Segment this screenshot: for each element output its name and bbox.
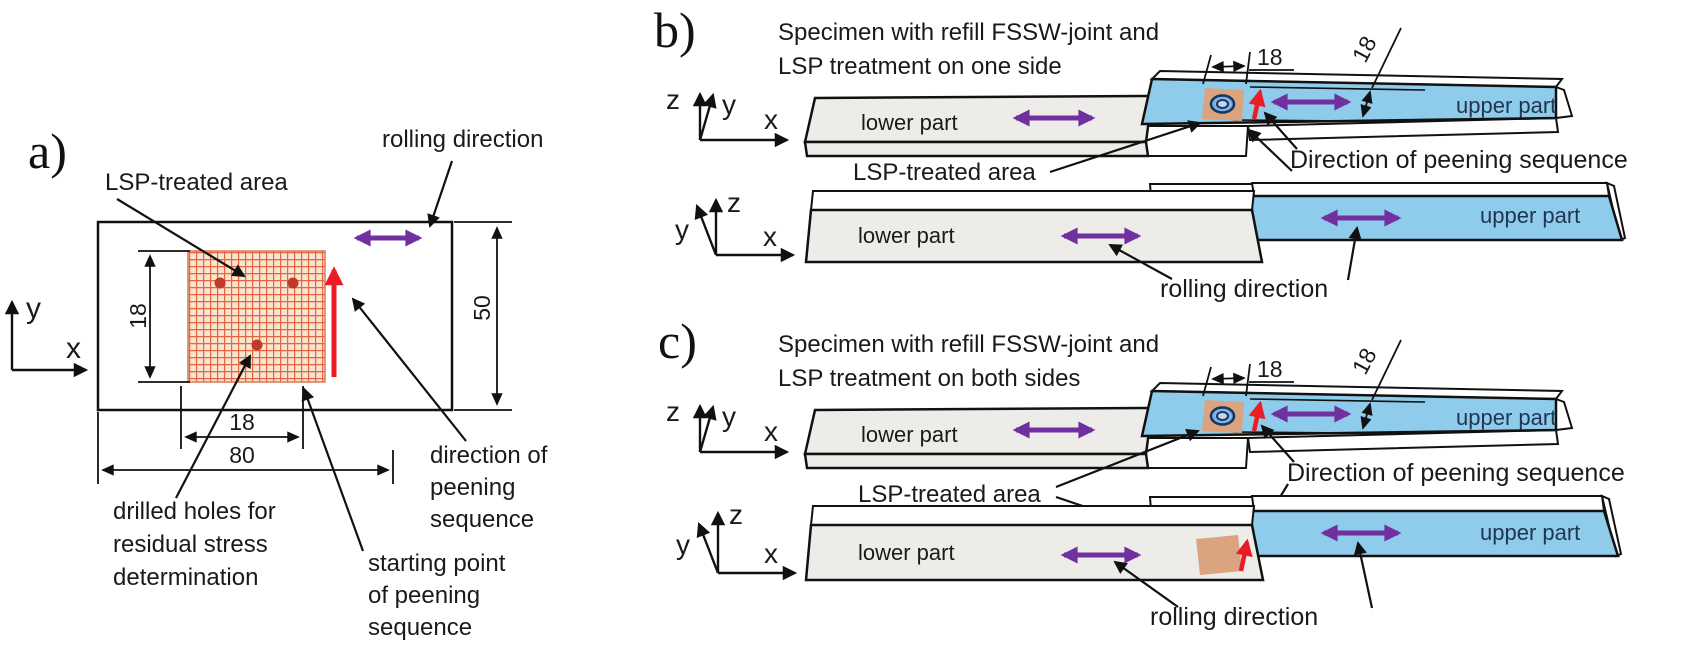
upper-part-label: upper part [1480, 520, 1580, 545]
lsp-strip-line [1232, 119, 1401, 123]
lower-part-bar [804, 523, 1265, 582]
panel-c-axes-bottom: z y x [676, 499, 798, 581]
lower-part-top-edge [809, 505, 1256, 526]
lsp-area-label-a: LSP-treated area [105, 169, 288, 196]
svg-text:sequence: sequence [430, 506, 534, 533]
panel-b-title-line2: LSP treatment on one side [778, 53, 1062, 80]
axis-y-label: y [722, 401, 736, 432]
panel-c: c) Specimen with refill FSSW-joint and L… [658, 313, 1625, 631]
upper-part-label: upper part [1456, 93, 1556, 118]
dim-offset-value: 18 [1257, 44, 1283, 70]
svg-text:drilled holes for: drilled holes for [113, 498, 276, 525]
direction-of-peening-label-b: Direction of peening sequence [1290, 146, 1628, 174]
drilled-holes-label: drilled holes for residual stress determ… [113, 498, 276, 591]
lsp-area-label-c: LSP-treated area [858, 481, 1041, 508]
lsp-treated-patch-bottom [1196, 535, 1242, 575]
lsp-strip-line [1249, 398, 1426, 403]
svg-text:of peening: of peening [368, 582, 480, 609]
axis-y-label: y [722, 89, 736, 120]
axis-y-label: y [675, 214, 689, 245]
upper-part-label: upper part [1456, 405, 1556, 430]
direction-of-peening-label-a: direction of peening sequence [430, 442, 548, 533]
direction-of-peening-label-c: Direction of peening sequence [1287, 459, 1625, 487]
upper-part-top-edge [1250, 495, 1606, 512]
peening-direction-arrow [1248, 88, 1266, 120]
upper-part-label: upper part [1480, 203, 1580, 228]
panel-c-letter: c) [658, 313, 697, 369]
dim-offset-value: 18 [1257, 356, 1283, 382]
rolling-direction-label-c: rolling direction [1150, 603, 1318, 631]
drilled-hole-dot [287, 277, 299, 289]
fssw-spot-weld-inner [1216, 99, 1229, 109]
peening-direction-arrow [1248, 400, 1266, 432]
axis-x-label: x [764, 538, 778, 569]
dim-plate-height: 50 [454, 221, 512, 411]
rolling-direction-label-b: rolling direction [1160, 275, 1328, 303]
lower-part-bar-edge [803, 452, 1150, 470]
dim-square-width-value: 18 [229, 409, 255, 435]
svg-text:sequence: sequence [368, 614, 472, 641]
svg-text:residual stress: residual stress [113, 531, 268, 558]
dim-plate-height-value: 50 [469, 295, 495, 321]
panel-b-title-line1: Specimen with refill FSSW-joint and [778, 19, 1159, 46]
dim-square-height-value: 18 [125, 303, 151, 329]
panel-a-axes: y x [4, 292, 89, 378]
dim-strip-value: 18 [1347, 32, 1382, 67]
panel-b-axes-top: z y x [666, 84, 790, 148]
rolling-direction-label-a: rolling direction [382, 126, 543, 153]
svg-text:determination: determination [113, 564, 258, 591]
lower-part-bar-top [803, 406, 1154, 456]
drilled-hole-dot [251, 339, 263, 351]
lower-part-bar-edge [803, 140, 1150, 158]
fssw-spot-weld-inner [1216, 411, 1229, 421]
lsp-treated-square [187, 250, 326, 383]
svg-text:starting point: starting point [368, 550, 506, 577]
panel-b-letter: b) [654, 2, 696, 58]
dim-offset-18: 18 [1202, 44, 1294, 85]
axis-x-label: x [763, 221, 777, 252]
panel-b-axes-bottom: z y x [675, 187, 796, 263]
lower-part-label: lower part [861, 422, 958, 447]
axis-z-label: z [666, 84, 680, 115]
svg-text:peening: peening [430, 474, 515, 501]
drilled-hole-dot [214, 277, 226, 289]
joint-overlap-edge [1136, 125, 1250, 157]
lsp-strip-line [1249, 86, 1426, 91]
lower-part-bar-top [803, 94, 1154, 144]
upper-part-top-edge [1250, 182, 1611, 197]
panel-a: a) y x 18 18 [4, 123, 548, 641]
lower-part-top-edge [809, 190, 1256, 211]
axis-x-label: x [66, 332, 81, 365]
panel-b: b) Specimen with refill FSSW-joint and L… [654, 2, 1628, 303]
axis-y-label: y [676, 529, 690, 560]
starting-point-label-a: starting point of peening sequence [368, 550, 506, 641]
peening-direction-arrow [1235, 538, 1253, 572]
panel-a-letter: a) [28, 123, 67, 179]
panel-c-title-line2: LSP treatment on both sides [778, 365, 1080, 392]
svg-text:direction of: direction of [430, 442, 548, 469]
lower-part-label: lower part [858, 540, 955, 565]
lower-part-label: lower part [858, 223, 955, 248]
axis-z-label: z [729, 499, 743, 530]
lower-part-label: lower part [861, 110, 958, 135]
axis-x-label: x [764, 104, 778, 135]
axis-x-label: x [764, 416, 778, 447]
lsp-area-label-b: LSP-treated area [853, 159, 1036, 186]
joint-overlap-edge [1136, 437, 1250, 469]
dim-plate-width: 80 [97, 412, 394, 484]
upper-part-end-cap [1555, 85, 1574, 120]
panel-c-axes-top: z y x [666, 396, 790, 460]
dim-plate-width-value: 80 [229, 442, 255, 468]
panel-c-title-line1: Specimen with refill FSSW-joint and [778, 331, 1159, 358]
dim-offset-18: 18 [1202, 356, 1294, 397]
dim-square-width: 18 [180, 386, 304, 449]
upper-part-end-cap [1555, 397, 1574, 432]
axis-y-label: y [26, 292, 41, 325]
dim-square-height: 18 [125, 250, 190, 383]
axis-z-label: z [666, 396, 680, 427]
dim-strip-value: 18 [1347, 344, 1382, 379]
axis-z-label: z [727, 187, 741, 218]
lower-part-bar [804, 208, 1264, 264]
